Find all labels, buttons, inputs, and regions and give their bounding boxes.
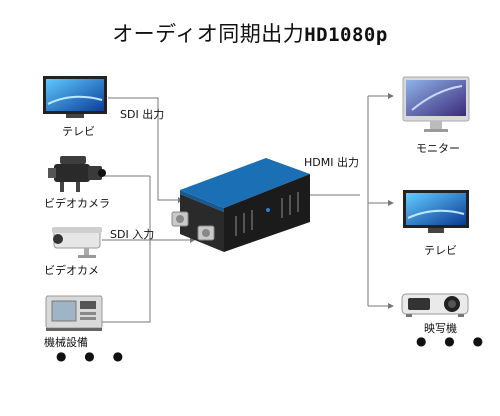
left-device-label: テレビ bbox=[62, 125, 95, 138]
arrow-icon bbox=[388, 93, 394, 99]
machine-icon bbox=[44, 292, 104, 332]
sdi-out-label: SDI 出力 bbox=[120, 108, 165, 121]
right-device-label: モニター bbox=[416, 142, 460, 155]
title-hd: HD1080p bbox=[304, 24, 388, 46]
tv-left-icon bbox=[42, 74, 108, 122]
left-device-label: 機械設備 bbox=[44, 336, 88, 349]
monitor-icon bbox=[402, 76, 470, 136]
arrow-icon bbox=[388, 200, 394, 206]
right-device-label: 映写機 bbox=[424, 322, 457, 335]
tv-right-icon bbox=[402, 188, 470, 238]
video-camera-icon bbox=[46, 150, 106, 194]
diagram-title: オーディオ同期出力HD1080p bbox=[0, 18, 500, 48]
left-device-label: ビデオカメ bbox=[44, 264, 99, 277]
more-devices-right: ● ● ● bbox=[416, 334, 491, 348]
arrow-icon bbox=[388, 303, 394, 309]
sdi-in-label: SDI 入力 bbox=[110, 228, 155, 241]
title-main: オーディオ同期出力 bbox=[112, 22, 305, 46]
right-device-label: テレビ bbox=[424, 244, 457, 257]
security-camera-icon bbox=[44, 224, 106, 260]
more-devices-left: ● ● ● bbox=[56, 349, 131, 363]
left-device-label: ビデオカメラ bbox=[44, 197, 110, 210]
converter-box-icon bbox=[170, 148, 318, 258]
sdi-out-line bbox=[108, 97, 178, 201]
machine-line bbox=[102, 176, 151, 323]
hdmi-out-label: HDMI 出力 bbox=[304, 156, 359, 169]
projector-icon bbox=[400, 290, 470, 318]
